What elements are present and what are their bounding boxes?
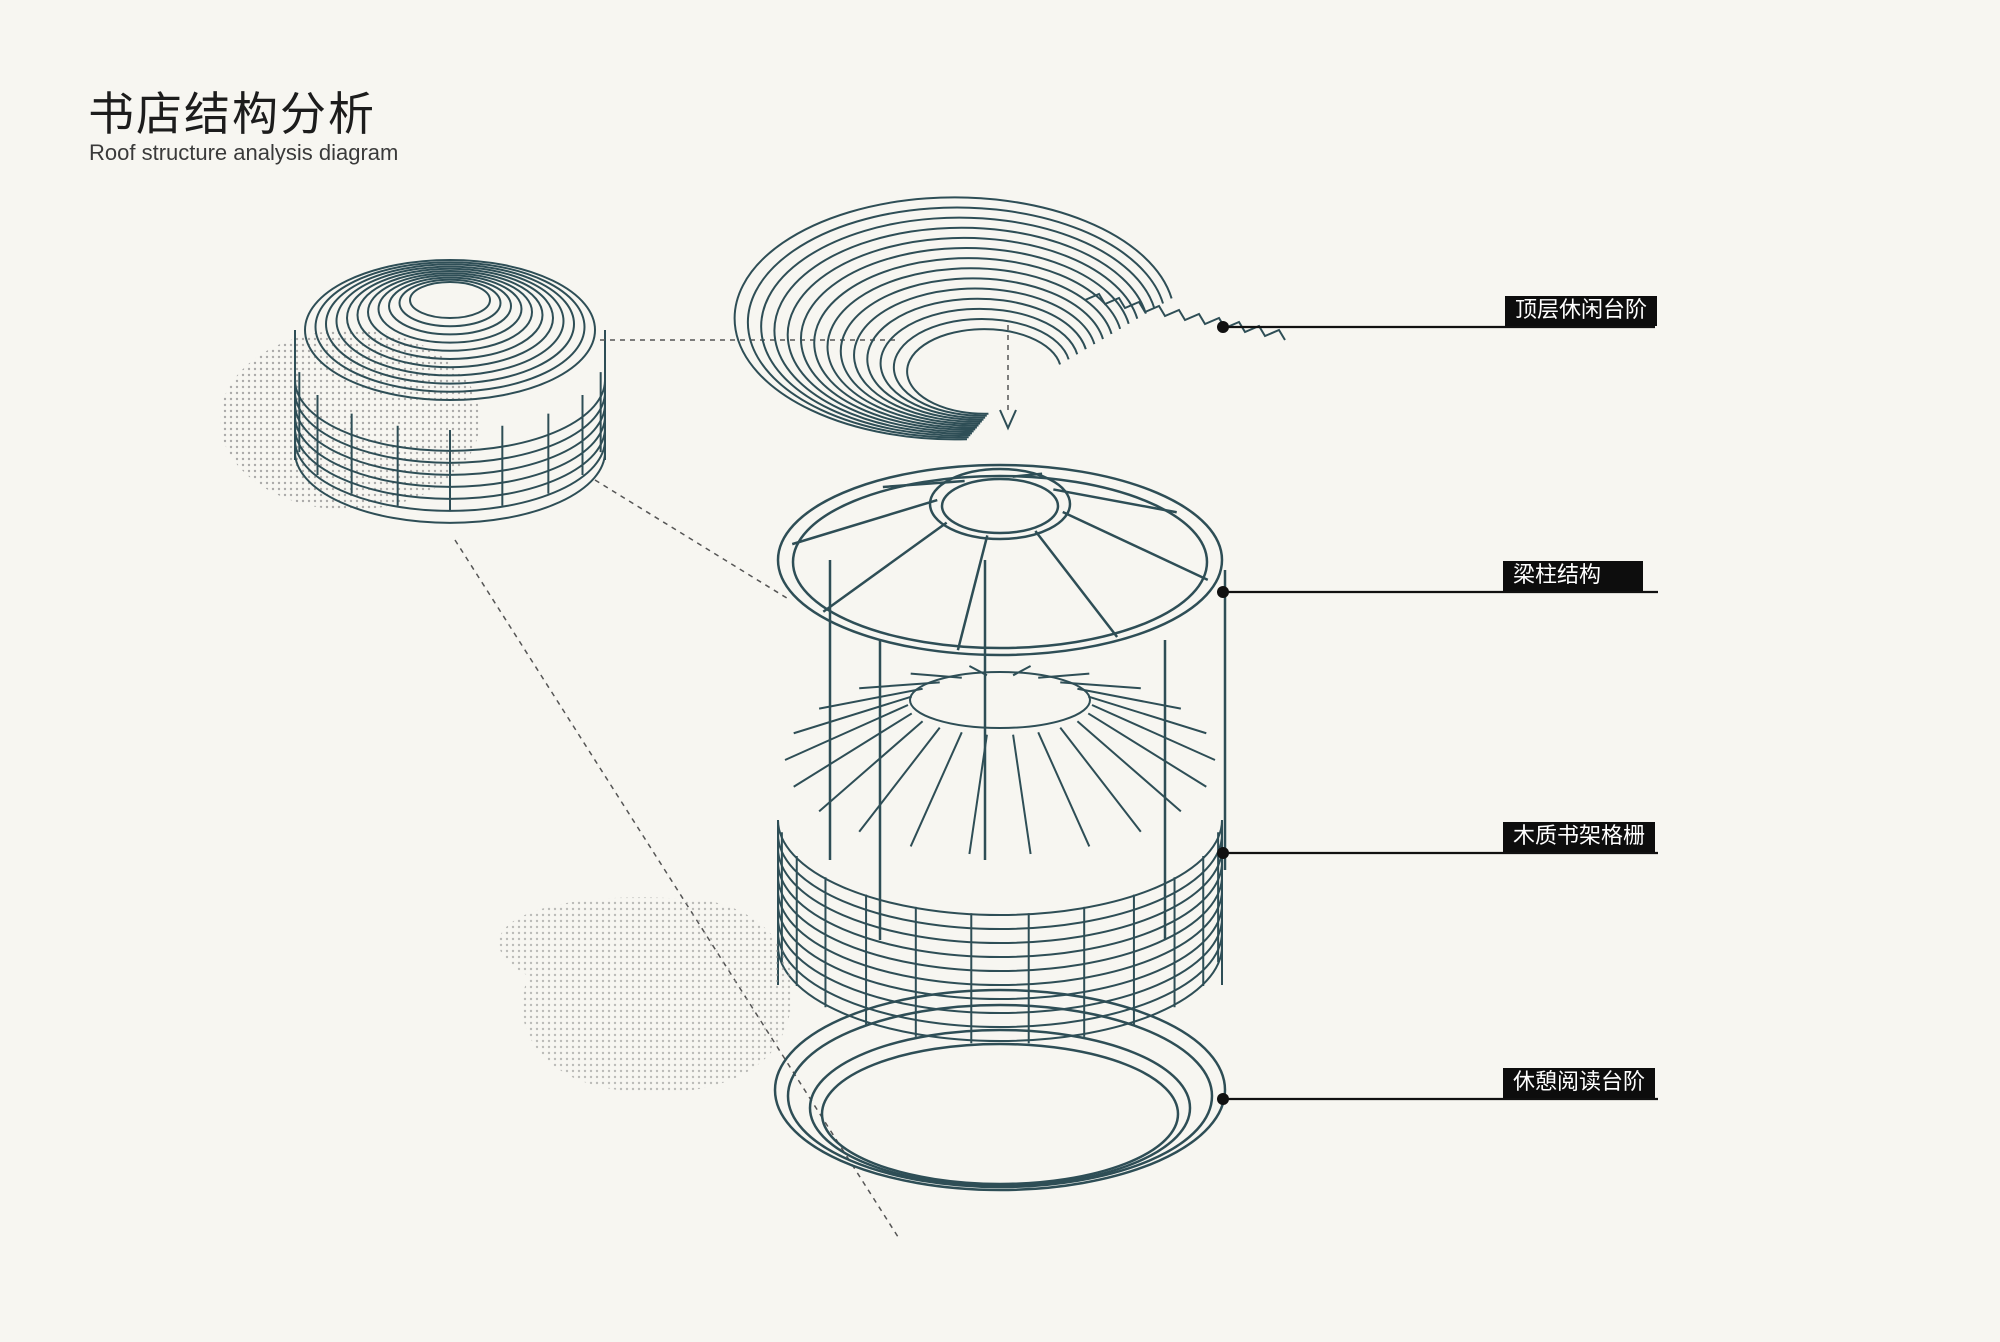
grille-fin [793,712,913,788]
grille-fin [910,672,962,679]
roof-step-arc [853,287,1096,423]
grille-band [777,847,1223,944]
roof-ring [388,276,512,336]
grille-band [777,819,1223,916]
grille-fin [1059,727,1142,833]
page-title: 书店结构分析 [88,87,376,141]
roof-ring [367,272,533,352]
callout-dot [1217,586,1229,598]
top-roof-steps [733,196,1286,441]
roof-step-arc [760,216,1156,437]
grille-fin [858,727,941,833]
grille-fin [784,704,909,761]
wall-band [294,439,606,512]
grille-band [777,903,1223,1000]
grille-fin [1087,712,1207,788]
roof-ring [377,274,523,344]
callout-label-wood-grille: 木质书架格栅 [1503,822,1656,852]
wood-bookshelf-grille [777,665,1223,1044]
roof-step-arc [799,247,1130,431]
grille-band [777,861,1223,958]
assembled-pavilion [220,259,606,524]
roof-step-arc [746,206,1164,439]
roof-ring [325,263,575,385]
callout-leaders [1223,325,1658,1101]
roof-step-arc [879,307,1079,419]
grille-fin [909,731,963,847]
pavilion-wall [294,330,606,524]
grille-band [777,945,1223,1042]
roof-ring [356,270,544,360]
grille-fin [1012,734,1032,855]
roof-step-arc [906,328,1062,415]
roof-ring [304,259,596,401]
callout-dot [1217,321,1229,333]
roof-ring [346,267,554,369]
grille-fin [1091,704,1216,761]
grille-band [777,833,1223,930]
grille-fin [1012,665,1032,677]
roof-rings [304,259,596,401]
beam [1062,510,1209,582]
grille-fin [793,695,913,735]
beam [956,535,989,651]
grille-band [777,931,1223,1028]
beam [822,521,948,613]
beam [1034,530,1119,638]
roof-step-arc [786,236,1139,433]
rest-reading-steps [498,897,1227,1192]
wall-band [294,451,606,524]
roof-step-arc [839,277,1104,425]
callout-dot [1217,847,1229,859]
beam [1012,472,1043,478]
roof-ring [314,261,586,393]
grille-band [777,875,1223,972]
pavilion-shadow [220,330,480,510]
beam-column-structure [776,463,1227,940]
callout-dot [1217,1093,1229,1105]
roof-ring [409,281,491,319]
grille-fin [968,665,988,677]
drop-arrow [999,409,1017,431]
callout-label-top-steps: 顶层休闲台阶 [1505,296,1658,326]
beam [1053,488,1177,514]
roof-ring [398,278,502,328]
roof-step-arc [773,226,1147,435]
grille-fin [818,720,924,813]
roof-ring [335,265,565,377]
grille-fin [1087,695,1207,735]
callout-label-rest-steps: 休憩阅读台阶 [1503,1068,1656,1098]
roof-step-arc [892,317,1070,417]
grille-fin [1038,672,1090,679]
grille-band [777,917,1223,1014]
callout-label-beam-column: 梁柱结构 [1503,561,1644,591]
roof-step-arc [813,257,1122,429]
callout-dots [1217,321,1229,1105]
beam [882,479,965,489]
grille-fin [1076,720,1182,813]
roof-step-arc [866,297,1087,421]
grille-fin [968,734,988,855]
page-subtitle: Roof structure analysis diagram [89,140,399,165]
roof-step-arc [733,196,1173,441]
roof-step-arc [826,267,1113,427]
grille-fin [818,687,923,710]
grille-fin [1037,731,1091,847]
beam [791,498,938,546]
grille-band [777,889,1223,986]
grille-fin [1077,687,1182,710]
